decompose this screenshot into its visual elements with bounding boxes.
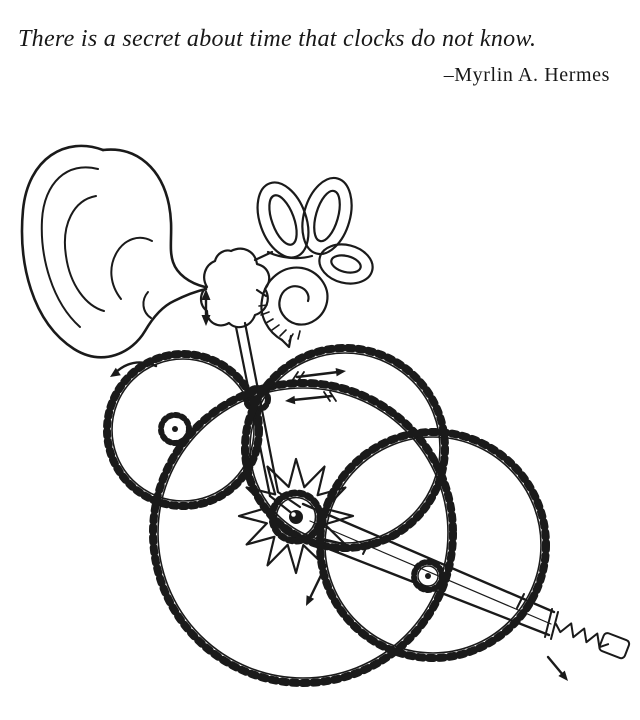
ear-concha-fold bbox=[110, 236, 153, 300]
ear bbox=[20, 144, 208, 359]
lever-end-cap bbox=[598, 632, 631, 660]
lever-collar-tick-2 bbox=[550, 611, 559, 640]
ear-tragus-fold bbox=[142, 291, 152, 319]
gear-upper-left-rim bbox=[111, 358, 255, 502]
cochlea-spiral bbox=[260, 266, 329, 342]
escape-wheel-star bbox=[237, 457, 355, 575]
lever-cross-tick-1 bbox=[362, 539, 371, 555]
blob-to-spiral-link bbox=[255, 288, 268, 298]
cochlea-ridges bbox=[258, 304, 301, 342]
gear-upper-left-teeth bbox=[103, 350, 263, 510]
gear-middle-teeth bbox=[241, 344, 449, 552]
lever-sprocket-hub bbox=[425, 573, 431, 579]
lever-top-edge bbox=[301, 502, 556, 614]
lever-sprocket-teeth bbox=[411, 559, 445, 593]
cochlea-tip bbox=[280, 334, 293, 349]
arrow-down-left bbox=[306, 563, 328, 606]
gear-large-teeth bbox=[149, 379, 457, 687]
gear-train bbox=[103, 344, 550, 687]
ear-outer-helix bbox=[20, 144, 208, 359]
semicircular-canal-right-inner bbox=[313, 189, 341, 243]
escape-pivot-dot bbox=[289, 510, 303, 524]
coil-spring bbox=[555, 622, 610, 649]
lever-collar-tick-1 bbox=[544, 608, 553, 638]
semicircular-canal-left-inner bbox=[268, 194, 298, 246]
canal-base bbox=[266, 250, 314, 260]
escape-wheel bbox=[237, 457, 355, 575]
lever-cross-tick-2 bbox=[516, 593, 525, 609]
gear-upper-left-pinion-hub bbox=[172, 426, 178, 432]
semicircular-canal-side-inner bbox=[330, 254, 362, 274]
rod-foot-1 bbox=[268, 494, 296, 517]
gear-upper-left-pinion-teeth bbox=[158, 412, 192, 446]
escape-pivot-highlight bbox=[291, 512, 296, 517]
quote-attribution: –Myrlin A. Hermes bbox=[443, 64, 610, 86]
semicircular-canal-side bbox=[318, 243, 374, 285]
ear-fold-2 bbox=[64, 195, 105, 312]
arrow-right bbox=[291, 368, 346, 382]
ear-fold-1 bbox=[40, 166, 99, 328]
semicircular-canal-left bbox=[256, 181, 310, 259]
arrow-spring-end bbox=[546, 655, 568, 681]
gear-large-rim bbox=[157, 387, 449, 679]
arrow-left bbox=[285, 391, 337, 405]
motion-arrows bbox=[110, 289, 568, 681]
arrow-gear-upper-left bbox=[110, 361, 158, 377]
ear-top-edge bbox=[101, 148, 207, 289]
lever-sprocket-rim bbox=[417, 565, 439, 587]
pallet-lever bbox=[286, 502, 631, 660]
quote-text: There is a secret about time that clocks… bbox=[18, 26, 537, 52]
escape-hub-teeth bbox=[268, 489, 324, 545]
cochlea bbox=[256, 176, 374, 349]
gear-right-rim bbox=[324, 436, 542, 654]
ossicle-blob bbox=[199, 247, 271, 329]
arrow-vibration bbox=[201, 289, 211, 326]
lever-center-line bbox=[309, 520, 552, 625]
semicircular-canal-right bbox=[301, 176, 353, 256]
